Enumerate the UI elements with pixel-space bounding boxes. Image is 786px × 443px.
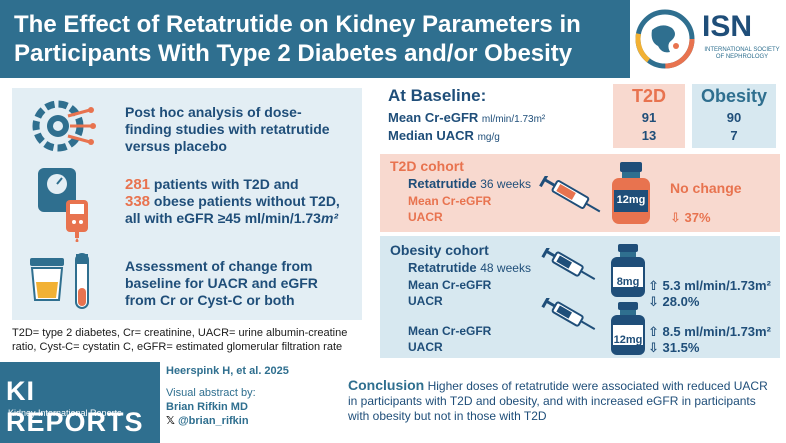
- journal-name: KI REPORTS: [6, 376, 144, 437]
- t2d-baseline-uacr: 13: [641, 128, 657, 143]
- baseline-obesity-column: Obesity 90 7: [692, 84, 776, 148]
- t2d-egfr-label: Mean Cr-eGFR: [408, 194, 492, 208]
- baseline-uacr-name: Median UACR: [388, 128, 474, 143]
- conclusion: Conclusion Higher doses of retatrutide w…: [348, 378, 780, 424]
- obesity-uacr-label-1: UACR: [408, 294, 443, 308]
- journal-subtitle: Kidney International Reports: [8, 408, 122, 418]
- obesity-dose-label-2: 12mg: [613, 334, 643, 346]
- obesity-baseline-egfr: 90: [726, 110, 742, 125]
- obesity-dose-label-1: 8mg: [616, 276, 640, 288]
- population-text: 281 patients with T2D and 338 obese pati…: [125, 176, 360, 227]
- obesity-drug-line: Retatrutide 48 weeks: [408, 260, 531, 275]
- baseline-title: At Baseline:: [388, 86, 487, 105]
- t2d-cohort-title: T2D cohort: [390, 158, 464, 174]
- syringe-icon: [541, 298, 596, 330]
- x-logo-icon: 𝕏: [166, 415, 175, 427]
- vial-icon: [611, 244, 645, 297]
- author-handle-line: 𝕏 @brian_rifkin: [166, 414, 346, 428]
- obesity-egfr-result-1: ⇧ 5.3 ml/min/1.73m²: [648, 278, 771, 294]
- isn-full-name: INTERNATIONAL SOCIETY OF NEPHROLOGY: [704, 47, 780, 60]
- isn-logo: ISN INTERNATIONAL SOCIETY OF NEPHROLOGY: [632, 4, 782, 74]
- abstract-by-label: Visual abstract by:: [166, 387, 256, 399]
- baseline-egfr-label: Mean Cr-eGFR ml/min/1.73m²: [388, 110, 545, 125]
- population-row: 281 patients with T2D and 338 obese pati…: [12, 166, 362, 246]
- author-handle[interactable]: @brian_rifkin: [177, 415, 249, 427]
- assessment-row: Assessment of change from baseline for U…: [12, 252, 362, 318]
- egfr-criteria: all with eGFR ≥45 ml/min/1.73: [125, 210, 321, 226]
- t2d-egfr-result: No change: [670, 180, 742, 196]
- baseline-uacr-unit: mg/g: [477, 132, 500, 143]
- t2d-duration: 36 weeks: [480, 177, 531, 191]
- down-arrow-icon: ⇩: [648, 294, 659, 309]
- study-summary-panel: Post hoc analysis of dose-finding studie…: [12, 88, 362, 320]
- t2d-drug-name: Retatrutide: [408, 176, 477, 191]
- t2d-population-label: patients with T2D and: [150, 176, 299, 192]
- obese-population-label: obese patients without T2D,: [150, 193, 340, 209]
- syringe-icon: [541, 248, 596, 280]
- obesity-cohort-panel: Obesity cohort Retatrutide 48 weeks Mean…: [380, 236, 780, 358]
- baseline-t2d-column: T2D 91 13: [613, 84, 685, 148]
- obesity-uacr-label-2: UACR: [408, 340, 443, 354]
- isn-abbr: ISN: [702, 10, 753, 43]
- obesity-uacr-change-2: 31.5%: [662, 340, 700, 355]
- t2d-column-header: T2D: [631, 86, 666, 106]
- design-row: Post hoc analysis of dose-finding studie…: [12, 94, 362, 162]
- obesity-egfr-change-1: 5.3 ml/min/1.73m²: [662, 278, 771, 293]
- up-arrow-icon: ⇧: [648, 278, 659, 293]
- obesity-egfr-change-2: 8.5 ml/min/1.73m²: [662, 324, 771, 339]
- baseline-uacr-label: Median UACR mg/g: [388, 128, 500, 143]
- gear-circuit-icon: [32, 100, 96, 152]
- t2d-drug-line: Retatrutide 36 weeks: [408, 176, 531, 191]
- ki-reports-logo: KI REPORTS Kidney International Reports: [0, 362, 160, 443]
- citation: Heerspink H, et al. 2025: [166, 365, 289, 377]
- obesity-drug-name: Retatrutide: [408, 260, 477, 275]
- egfr-criteria-unit: m²: [320, 210, 339, 226]
- obesity-baseline-uacr: 7: [730, 128, 738, 143]
- obesity-uacr-result-2: ⇩ 31.5%: [648, 340, 699, 356]
- urine-sample-icon: [30, 253, 89, 309]
- assessment-text: Assessment of change from baseline for U…: [125, 258, 318, 308]
- up-arrow-icon: ⇧: [648, 324, 659, 339]
- t2d-uacr-change: 37%: [684, 210, 711, 225]
- baseline-table: T2D 91 13 Obesity 90 7 At Baseline: Mean…: [380, 84, 780, 150]
- obesity-uacr-change-1: 28.0%: [662, 294, 700, 309]
- design-text: Post hoc analysis of dose-finding studie…: [125, 104, 330, 154]
- obese-count: 338: [125, 193, 151, 210]
- syringe-icon: [539, 176, 601, 213]
- author-name: Brian Rifkin MD: [166, 401, 248, 413]
- t2d-cohort-panel: T2D cohort Retatrutide 36 weeks Mean Cr-…: [380, 154, 780, 232]
- t2d-uacr-label: UACR: [408, 210, 443, 224]
- globe-icon: [635, 9, 695, 69]
- down-arrow-icon: ⇩: [670, 210, 681, 225]
- t2d-baseline-egfr: 91: [641, 110, 657, 125]
- vial-icon: [611, 302, 645, 355]
- baseline-egfr-unit: ml/min/1.73m²: [481, 114, 546, 125]
- obesity-duration: 48 weeks: [480, 261, 531, 275]
- egfr-criteria-line: all with eGFR ≥45 ml/min/1.73m²: [125, 210, 360, 227]
- page-title: The Effect of Retatrutide on Kidney Para…: [14, 11, 581, 67]
- t2d-dose-label: 12mg: [616, 194, 646, 206]
- t2d-count: 281: [125, 176, 151, 193]
- conclusion-title: Conclusion: [348, 377, 425, 393]
- obese-population-line: 338 obese patients without T2D,: [125, 193, 360, 210]
- t2d-population-line: 281 patients with T2D and: [125, 176, 360, 193]
- vial-icon: [612, 162, 650, 224]
- t2d-uacr-result: ⇩ 37%: [670, 210, 711, 226]
- title-banner: The Effect of Retatrutide on Kidney Para…: [0, 0, 630, 78]
- baseline-egfr-name: Mean Cr-eGFR: [388, 110, 479, 125]
- down-arrow-icon: ⇩: [648, 340, 659, 355]
- obesity-egfr-label-1: Mean Cr-eGFR: [408, 278, 492, 292]
- obesity-egfr-result-2: ⇧ 8.5 ml/min/1.73m²: [648, 324, 771, 340]
- scale-glucometer-icon: [38, 168, 88, 242]
- obesity-cohort-title: Obesity cohort: [390, 242, 489, 258]
- obesity-column-header: Obesity: [700, 86, 768, 106]
- credits: Heerspink H, et al. 2025 Visual abstract…: [166, 364, 346, 428]
- header: The Effect of Retatrutide on Kidney Para…: [0, 0, 786, 78]
- obesity-egfr-label-2: Mean Cr-eGFR: [408, 324, 492, 338]
- obesity-uacr-result-1: ⇩ 28.0%: [648, 294, 699, 310]
- conclusion-text: Higher doses of retatrutide were associa…: [348, 379, 768, 423]
- abbreviations-footnote: T2D= type 2 diabetes, Cr= creatinine, UA…: [12, 327, 348, 353]
